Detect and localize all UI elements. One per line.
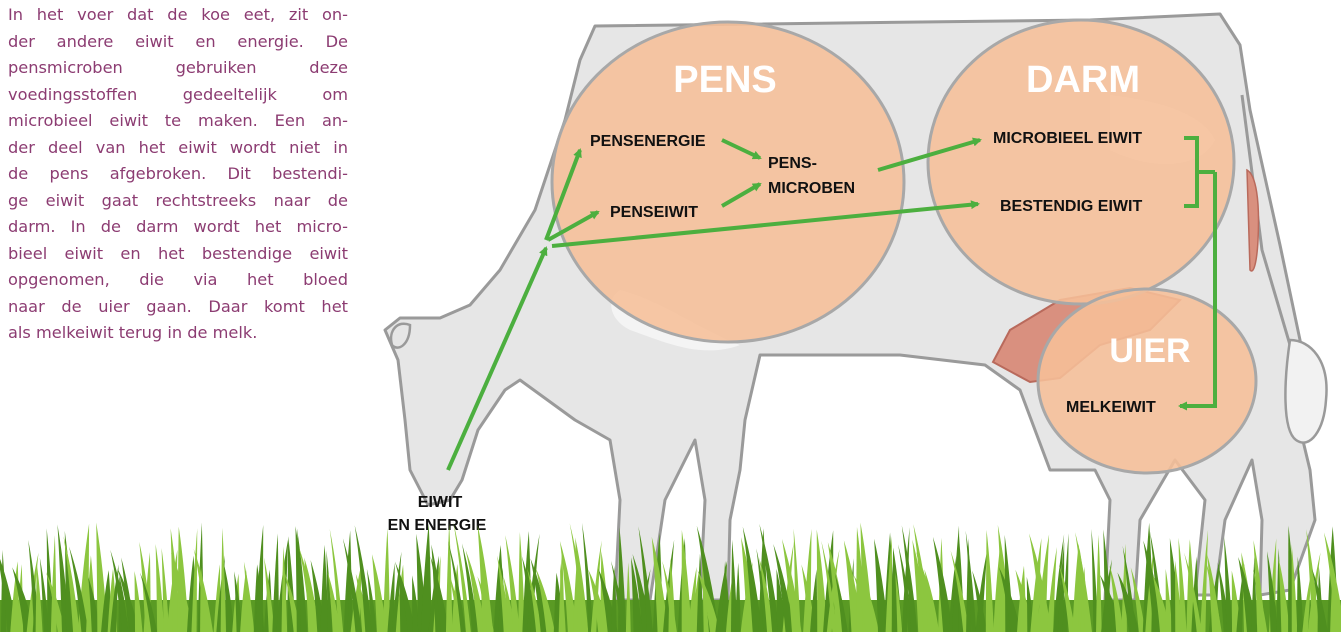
uier-ellipse [1038, 289, 1256, 473]
pens-title: PENS [673, 59, 776, 101]
label-melkeiwit: MELKEIWIT [1066, 399, 1156, 416]
grass-blade [1096, 535, 1102, 632]
grass-blade [1297, 557, 1304, 632]
label-feed-line1: EIWIT [418, 494, 463, 511]
label-pensenergie: PENSENERGIE [590, 133, 706, 150]
organ-uier: UIER [1038, 289, 1256, 473]
grass-blade [735, 563, 741, 632]
cow-tail-tuft [1285, 340, 1326, 443]
label-microbieel-eiwit: MICROBIEEL EIWIT [993, 130, 1142, 147]
darm-title: DARM [1026, 59, 1140, 101]
organ-darm: DARM [928, 20, 1234, 304]
grass-blade [986, 530, 994, 632]
label-pensmicroben-line1: PENS- [768, 155, 817, 172]
uier-title: UIER [1109, 332, 1190, 370]
grass-blade [421, 524, 432, 632]
label-feed-line2: EN ENERGIE [388, 517, 487, 534]
grass-blade [446, 523, 452, 632]
label-penseiwit: PENSEIWIT [610, 204, 698, 221]
label-bestendig-eiwit: BESTENDIG EIWIT [1000, 198, 1142, 215]
label-pensmicroben-line2: MICROBEN [768, 180, 855, 197]
